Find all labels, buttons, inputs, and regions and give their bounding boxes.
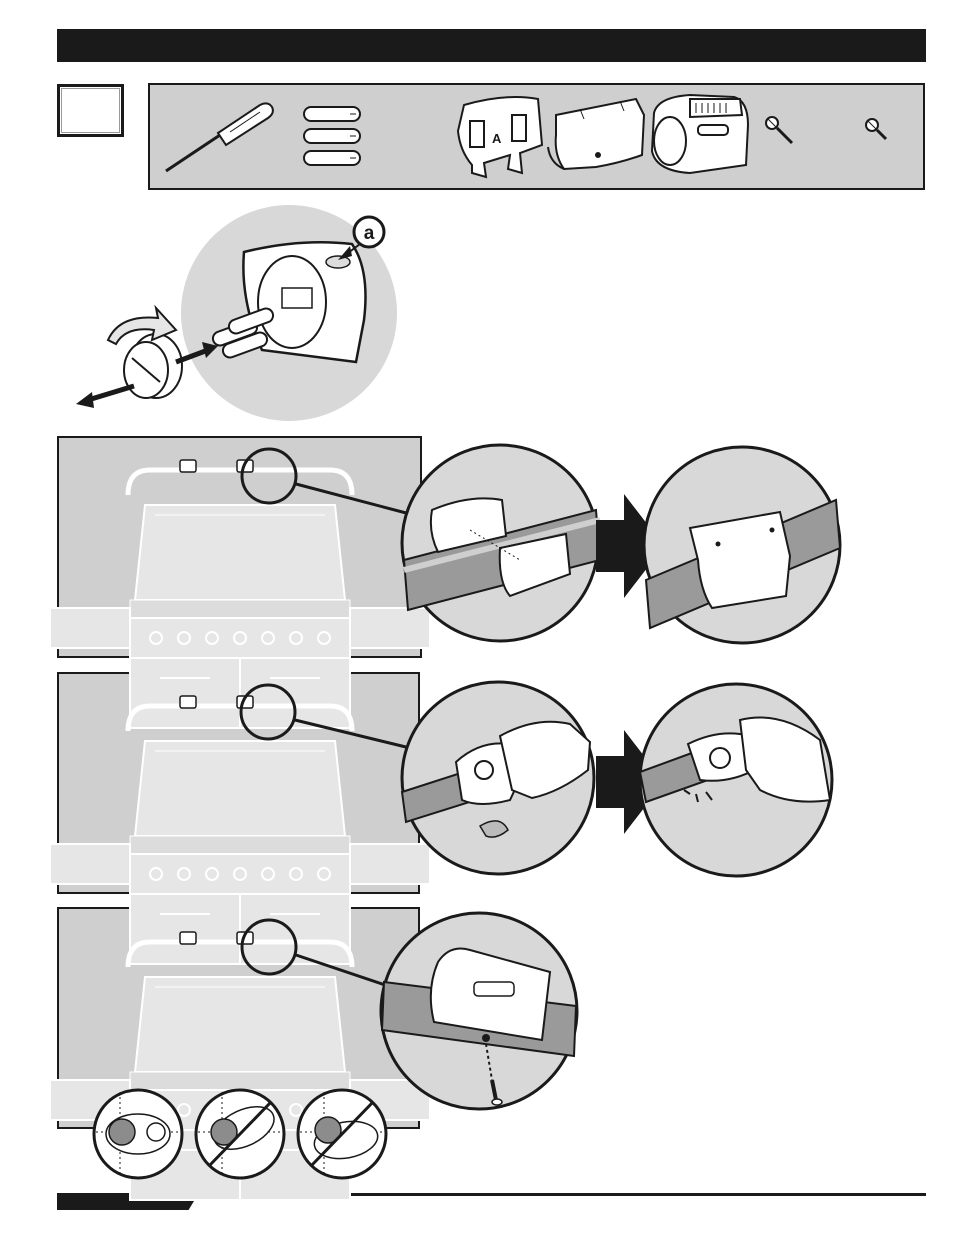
transmitter-installed-icon: [640, 684, 832, 876]
detail-callout-circle: [242, 449, 296, 503]
bracket-assembly-icon: [402, 445, 600, 641]
battery-install-icon: a: [76, 205, 397, 421]
orientation-cross-icon: [298, 1090, 386, 1178]
orientation-cross-icon: [196, 1090, 284, 1178]
screw-fastening-icon: [381, 913, 577, 1109]
callout-label-a: a: [364, 223, 375, 244]
bracket-assembled-icon: [644, 447, 840, 643]
transmitter-snap-on-icon: [402, 682, 594, 874]
orientation-check-icon: [94, 1090, 182, 1178]
